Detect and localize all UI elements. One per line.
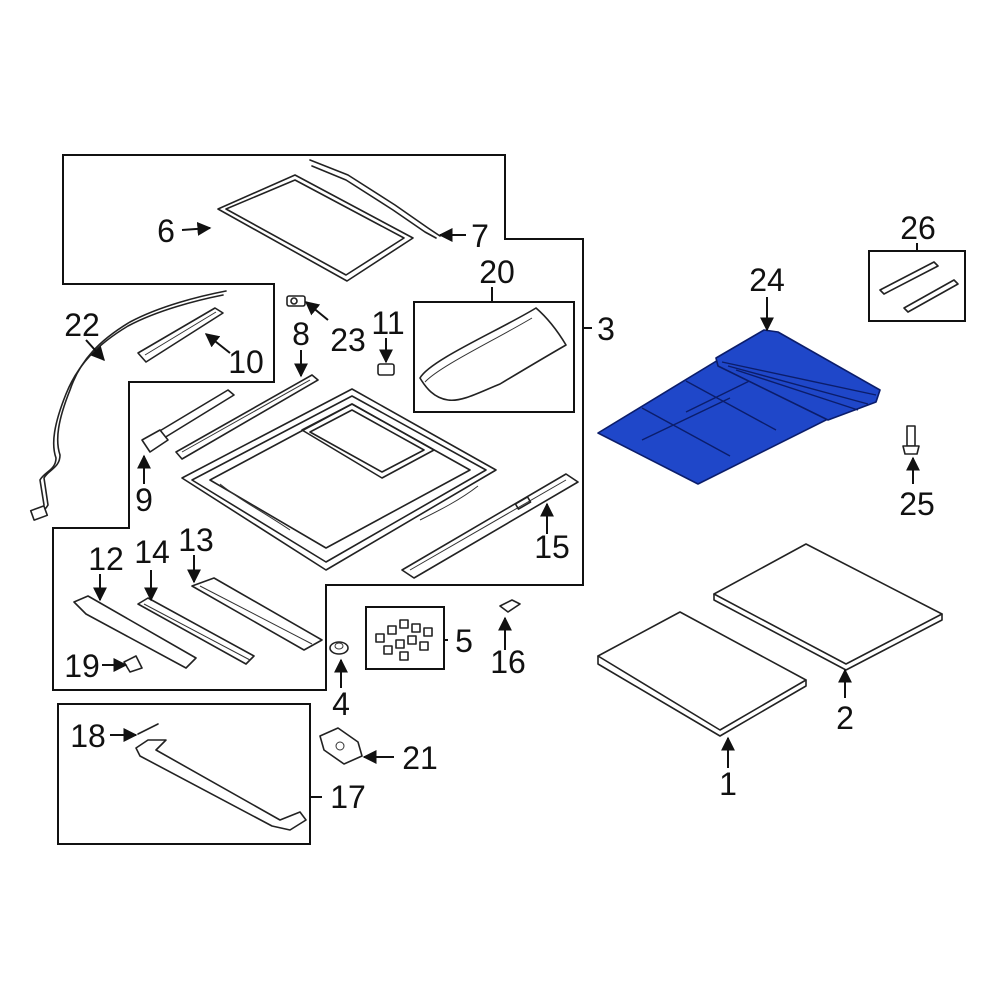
seal-hose-part[interactable] — [419, 307, 567, 402]
drain-hose-assembly-part[interactable] — [135, 739, 307, 831]
callout-20: 20 — [479, 254, 515, 290]
clip-part[interactable] — [377, 363, 395, 376]
glass-seal-part[interactable] — [217, 174, 414, 282]
motor-guide-part[interactable] — [141, 389, 235, 453]
drain-channel-part[interactable] — [137, 307, 224, 363]
drain-hose-part[interactable] — [29, 290, 227, 521]
deflector-strip-part[interactable] — [309, 159, 441, 239]
small-clip-part[interactable] — [123, 655, 143, 673]
callout-7: 7 — [471, 218, 489, 254]
sunroof-frame-part[interactable] — [181, 388, 497, 571]
grommet-part[interactable] — [329, 641, 349, 655]
leader-lines — [85, 221, 920, 798]
callout-2: 2 — [836, 700, 854, 736]
callout-24: 24 — [749, 262, 785, 298]
front-panel-part[interactable] — [401, 473, 579, 579]
callout-8: 8 — [292, 316, 310, 352]
callout-25: 25 — [899, 486, 935, 522]
callout-10: 10 — [228, 344, 264, 380]
rail-bracket-part[interactable] — [191, 577, 323, 651]
guide-rail-part[interactable] — [137, 597, 255, 665]
callout-12: 12 — [88, 541, 124, 577]
sunshade-part[interactable] — [597, 329, 881, 485]
callout-4: 4 — [332, 686, 350, 722]
callout-labels: 1 2 3 4 5 6 7 8 9 10 11 12 13 14 15 16 1… — [64, 210, 936, 815]
callout-14: 14 — [134, 534, 170, 570]
front-glass-part[interactable] — [597, 611, 807, 737]
callout-17: 17 — [330, 779, 366, 815]
callout-15: 15 — [534, 529, 570, 565]
callout-26: 26 — [900, 210, 936, 246]
callout-19: 19 — [64, 648, 100, 684]
callout-5: 5 — [455, 623, 473, 659]
callout-11: 11 — [371, 305, 404, 341]
callout-1: 1 — [719, 766, 737, 802]
clip-kit-frame — [365, 606, 445, 670]
callout-22: 22 — [64, 307, 100, 343]
callout-6: 6 — [157, 213, 175, 249]
clip-kit-part[interactable] — [375, 619, 433, 661]
callout-16: 16 — [490, 644, 526, 680]
rear-rail-part[interactable] — [175, 374, 319, 460]
bolt-part[interactable] — [902, 425, 920, 455]
motor-part[interactable] — [319, 727, 363, 765]
pin-kit-part[interactable] — [879, 261, 959, 313]
hose-clip-part[interactable] — [137, 723, 159, 735]
drain-group-frame — [57, 703, 311, 845]
trim-panel-part[interactable] — [73, 595, 197, 669]
callout-21: 21 — [402, 740, 438, 776]
bolt-kit-frame — [868, 250, 966, 322]
callout-9: 9 — [135, 482, 153, 518]
bracket-part[interactable] — [286, 295, 306, 307]
callout-18: 18 — [70, 718, 106, 754]
callout-23: 23 — [330, 322, 366, 358]
plug-part[interactable] — [499, 599, 521, 613]
callout-13: 13 — [178, 522, 214, 558]
seal-subgroup-frame — [413, 301, 575, 413]
callout-3: 3 — [597, 311, 615, 347]
assembly-group-frame — [52, 154, 584, 691]
